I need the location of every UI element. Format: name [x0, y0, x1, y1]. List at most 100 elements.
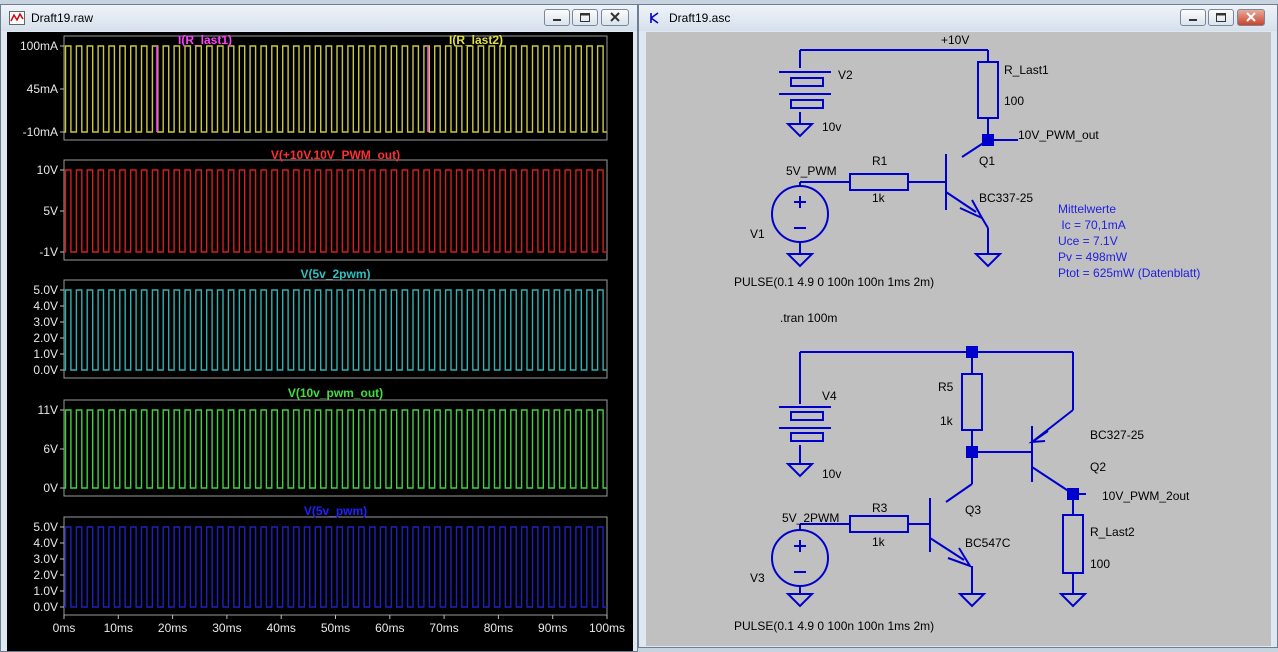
trace-line	[64, 45, 607, 133]
q2-model-label: BC327-25	[1090, 428, 1144, 442]
y-tick-label: 2.0V	[33, 331, 58, 345]
y-tick-label: 0V	[43, 481, 58, 495]
v2-value-label: 10v	[822, 120, 841, 134]
q1-name-label: Q1	[979, 154, 995, 168]
waveform-plots[interactable]: 100mA45mA-10mAI(R_last1)I(R_last2)10V5V-…	[7, 32, 633, 651]
x-tick-label: 90ms	[538, 621, 567, 635]
x-tick-label: 50ms	[321, 621, 350, 635]
tran-directive: .tran 100m	[780, 311, 837, 325]
y-tick-label: 4.0V	[33, 299, 58, 313]
note-line: Ic = 70,1mA	[1058, 218, 1126, 232]
y-tick-label: 3.0V	[33, 315, 58, 329]
schematic-window: Draft19.asc	[638, 4, 1278, 648]
y-tick-label: 0.0V	[33, 363, 58, 377]
supply-net-label: +10V	[941, 33, 969, 47]
y-tick-label: 0.0V	[33, 600, 58, 614]
q2-name-label: Q2	[1090, 460, 1106, 474]
y-tick-label: 5V	[43, 204, 58, 218]
schematic-drawing[interactable]: V2 10v +10V R_Last1 100 10V_PWM_out Q1 B…	[646, 32, 1271, 646]
waveform-icon	[9, 11, 25, 25]
x-tick-label: 40ms	[267, 621, 296, 635]
minimize-button[interactable]	[1180, 9, 1206, 26]
plot-frame	[63, 159, 608, 261]
schematic-window-title: Draft19.asc	[669, 11, 731, 25]
plot-frame	[63, 279, 608, 379]
schematic-icon	[650, 12, 659, 24]
q3-name-label: Q3	[965, 503, 981, 517]
r1-name-label: R1	[872, 154, 888, 168]
r3-value-label: 1k	[872, 535, 886, 549]
rlast1-name-label: R_Last1	[1004, 63, 1049, 77]
out1-net-label: 10V_PWM_out	[1018, 128, 1099, 142]
y-tick-label: 1.0V	[33, 347, 58, 361]
x-tick-label: 70ms	[429, 621, 458, 635]
schematic-canvas[interactable]: V2 10v +10V R_Last1 100 10V_PWM_out Q1 B…	[646, 32, 1271, 646]
waveform-window-title: Draft19.raw	[31, 11, 94, 25]
v4-name-label: V4	[822, 389, 837, 403]
waveform-titlebar[interactable]: Draft19.raw	[1, 5, 637, 31]
v1-source-label: PULSE(0.1 4.9 0 100n 100n 1ms 2m)	[734, 275, 934, 289]
in2-net-label: 5V_2PWM	[782, 511, 839, 525]
q3-model-label: BC547C	[965, 536, 1011, 550]
y-tick-label: 3.0V	[33, 552, 58, 566]
note-line: Mittelwerte	[1058, 202, 1116, 216]
trace-label: V(5v_pwm)	[304, 504, 367, 518]
plot-frame	[63, 35, 608, 141]
in1-net-label: 5V_PWM	[786, 164, 837, 178]
trace-label: V(10v_pwm_out)	[288, 386, 383, 400]
trace-label: V(+10V,10V_PWM_out)	[271, 148, 400, 162]
note-line: Pv = 498mW	[1058, 250, 1128, 264]
junction-dot	[966, 346, 978, 358]
rlast2-value-label: 100	[1090, 557, 1110, 571]
trace-line	[64, 289, 607, 371]
junction-dot	[1067, 488, 1079, 500]
r5-name-label: R5	[938, 380, 954, 394]
y-tick-label: 10V	[37, 163, 58, 177]
r5-value-label: 1k	[940, 414, 954, 428]
rlast2-name-label: R_Last2	[1090, 525, 1135, 539]
maximize-button[interactable]	[572, 9, 598, 26]
y-tick-label: -1V	[39, 245, 58, 259]
out2-net-label: 10V_PWM_2out	[1102, 489, 1190, 503]
close-button[interactable]	[1237, 9, 1265, 26]
note-line: Uce = 7.1V	[1058, 234, 1118, 248]
trace-line	[64, 526, 607, 608]
y-tick-label: 1.0V	[33, 584, 58, 598]
trace-label: V(5v_2pwm)	[300, 267, 370, 281]
y-tick-label: 5.0V	[33, 283, 58, 297]
x-tick-label: 10ms	[104, 621, 133, 635]
q1-model-label: BC337-25	[979, 191, 1033, 205]
schematic-titlebar[interactable]: Draft19.asc	[639, 5, 1277, 31]
y-tick-label: 11V	[38, 403, 58, 417]
y-tick-label: 6V	[43, 442, 58, 456]
v3-source-label: PULSE(0.1 4.9 0 100n 100n 1ms 2m)	[734, 619, 934, 633]
circuit-1-wires	[771, 49, 1018, 268]
y-tick-label: 100mA	[20, 39, 58, 53]
maximize-button[interactable]	[1208, 9, 1234, 26]
x-tick-label: 100ms	[589, 621, 625, 635]
y-tick-label: 4.0V	[33, 536, 58, 550]
mittelwerte-note: Mittelwerte Ic = 70,1mA Uce = 7.1V Pv = …	[1058, 202, 1200, 280]
plot-frame	[63, 399, 608, 497]
v1-name-label: V1	[750, 227, 765, 241]
plot-frame	[63, 516, 608, 616]
y-tick-label: 5.0V	[33, 520, 58, 534]
junction-dot	[982, 134, 994, 146]
close-button[interactable]	[601, 9, 629, 26]
circuit-2-wires	[771, 351, 1088, 608]
v4-value-label: 10v	[822, 467, 841, 481]
r3-name-label: R3	[872, 501, 888, 515]
x-tick-label: 60ms	[375, 621, 404, 635]
minimize-button[interactable]	[544, 9, 570, 26]
y-tick-label: -10mA	[23, 125, 58, 139]
x-tick-label: 80ms	[484, 621, 513, 635]
r1-value-label: 1k	[872, 191, 886, 205]
x-tick-label: 0ms	[53, 621, 76, 635]
note-line: Ptot = 625mW (Datenblatt)	[1058, 266, 1200, 280]
trace-line	[64, 169, 607, 253]
rlast1-value-label: 100	[1004, 94, 1024, 108]
x-tick-label: 30ms	[212, 621, 241, 635]
v3-name-label: V3	[750, 571, 765, 585]
